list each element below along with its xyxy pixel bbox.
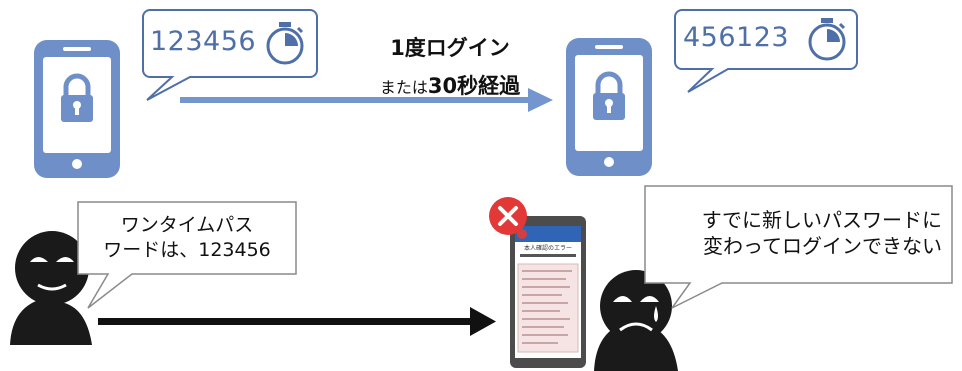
right-otp-value: 456123 <box>683 22 790 53</box>
arrow-label-line2: または30秒経過 <box>330 70 570 100</box>
blue-arrow <box>180 88 553 112</box>
lock-icon <box>61 73 93 122</box>
attacker-left-line1: ワンタイムパス <box>120 214 254 236</box>
attacker-right-line1: すでに新しいパスワードに <box>701 208 942 232</box>
attacker-left-line2: ワードは、123456 <box>103 239 271 261</box>
attacker-right-bubble-text: すでに新しいパスワードに 変わってログインできない <box>652 207 942 259</box>
lock-icon <box>593 71 625 120</box>
x-mark-icon <box>489 197 527 235</box>
arrow-label-line1: 1度ログイン <box>390 36 510 60</box>
error-screen-title: 本人確認のエラー <box>523 245 572 252</box>
arrow-label-prefix: または <box>379 78 428 97</box>
sad-attacker-icon <box>594 270 678 371</box>
attacker-left-bubble <box>77 201 297 309</box>
left-otp-value: 123456 <box>150 26 257 57</box>
right-otp-bubble <box>674 9 858 93</box>
attacker-right-bubble <box>644 185 953 309</box>
black-arrow <box>98 307 496 336</box>
attacker-left-bubble-text: ワンタイムパス ワードは、123456 <box>84 213 290 263</box>
attacker-icon <box>10 231 92 345</box>
stopwatch-icon <box>808 18 846 61</box>
attacker-right-line2: 変わってログインできない <box>703 234 942 258</box>
error-phone <box>510 216 586 368</box>
arrow-label-bold: 30秒経過 <box>427 74 521 98</box>
stopwatch-icon <box>266 22 304 65</box>
